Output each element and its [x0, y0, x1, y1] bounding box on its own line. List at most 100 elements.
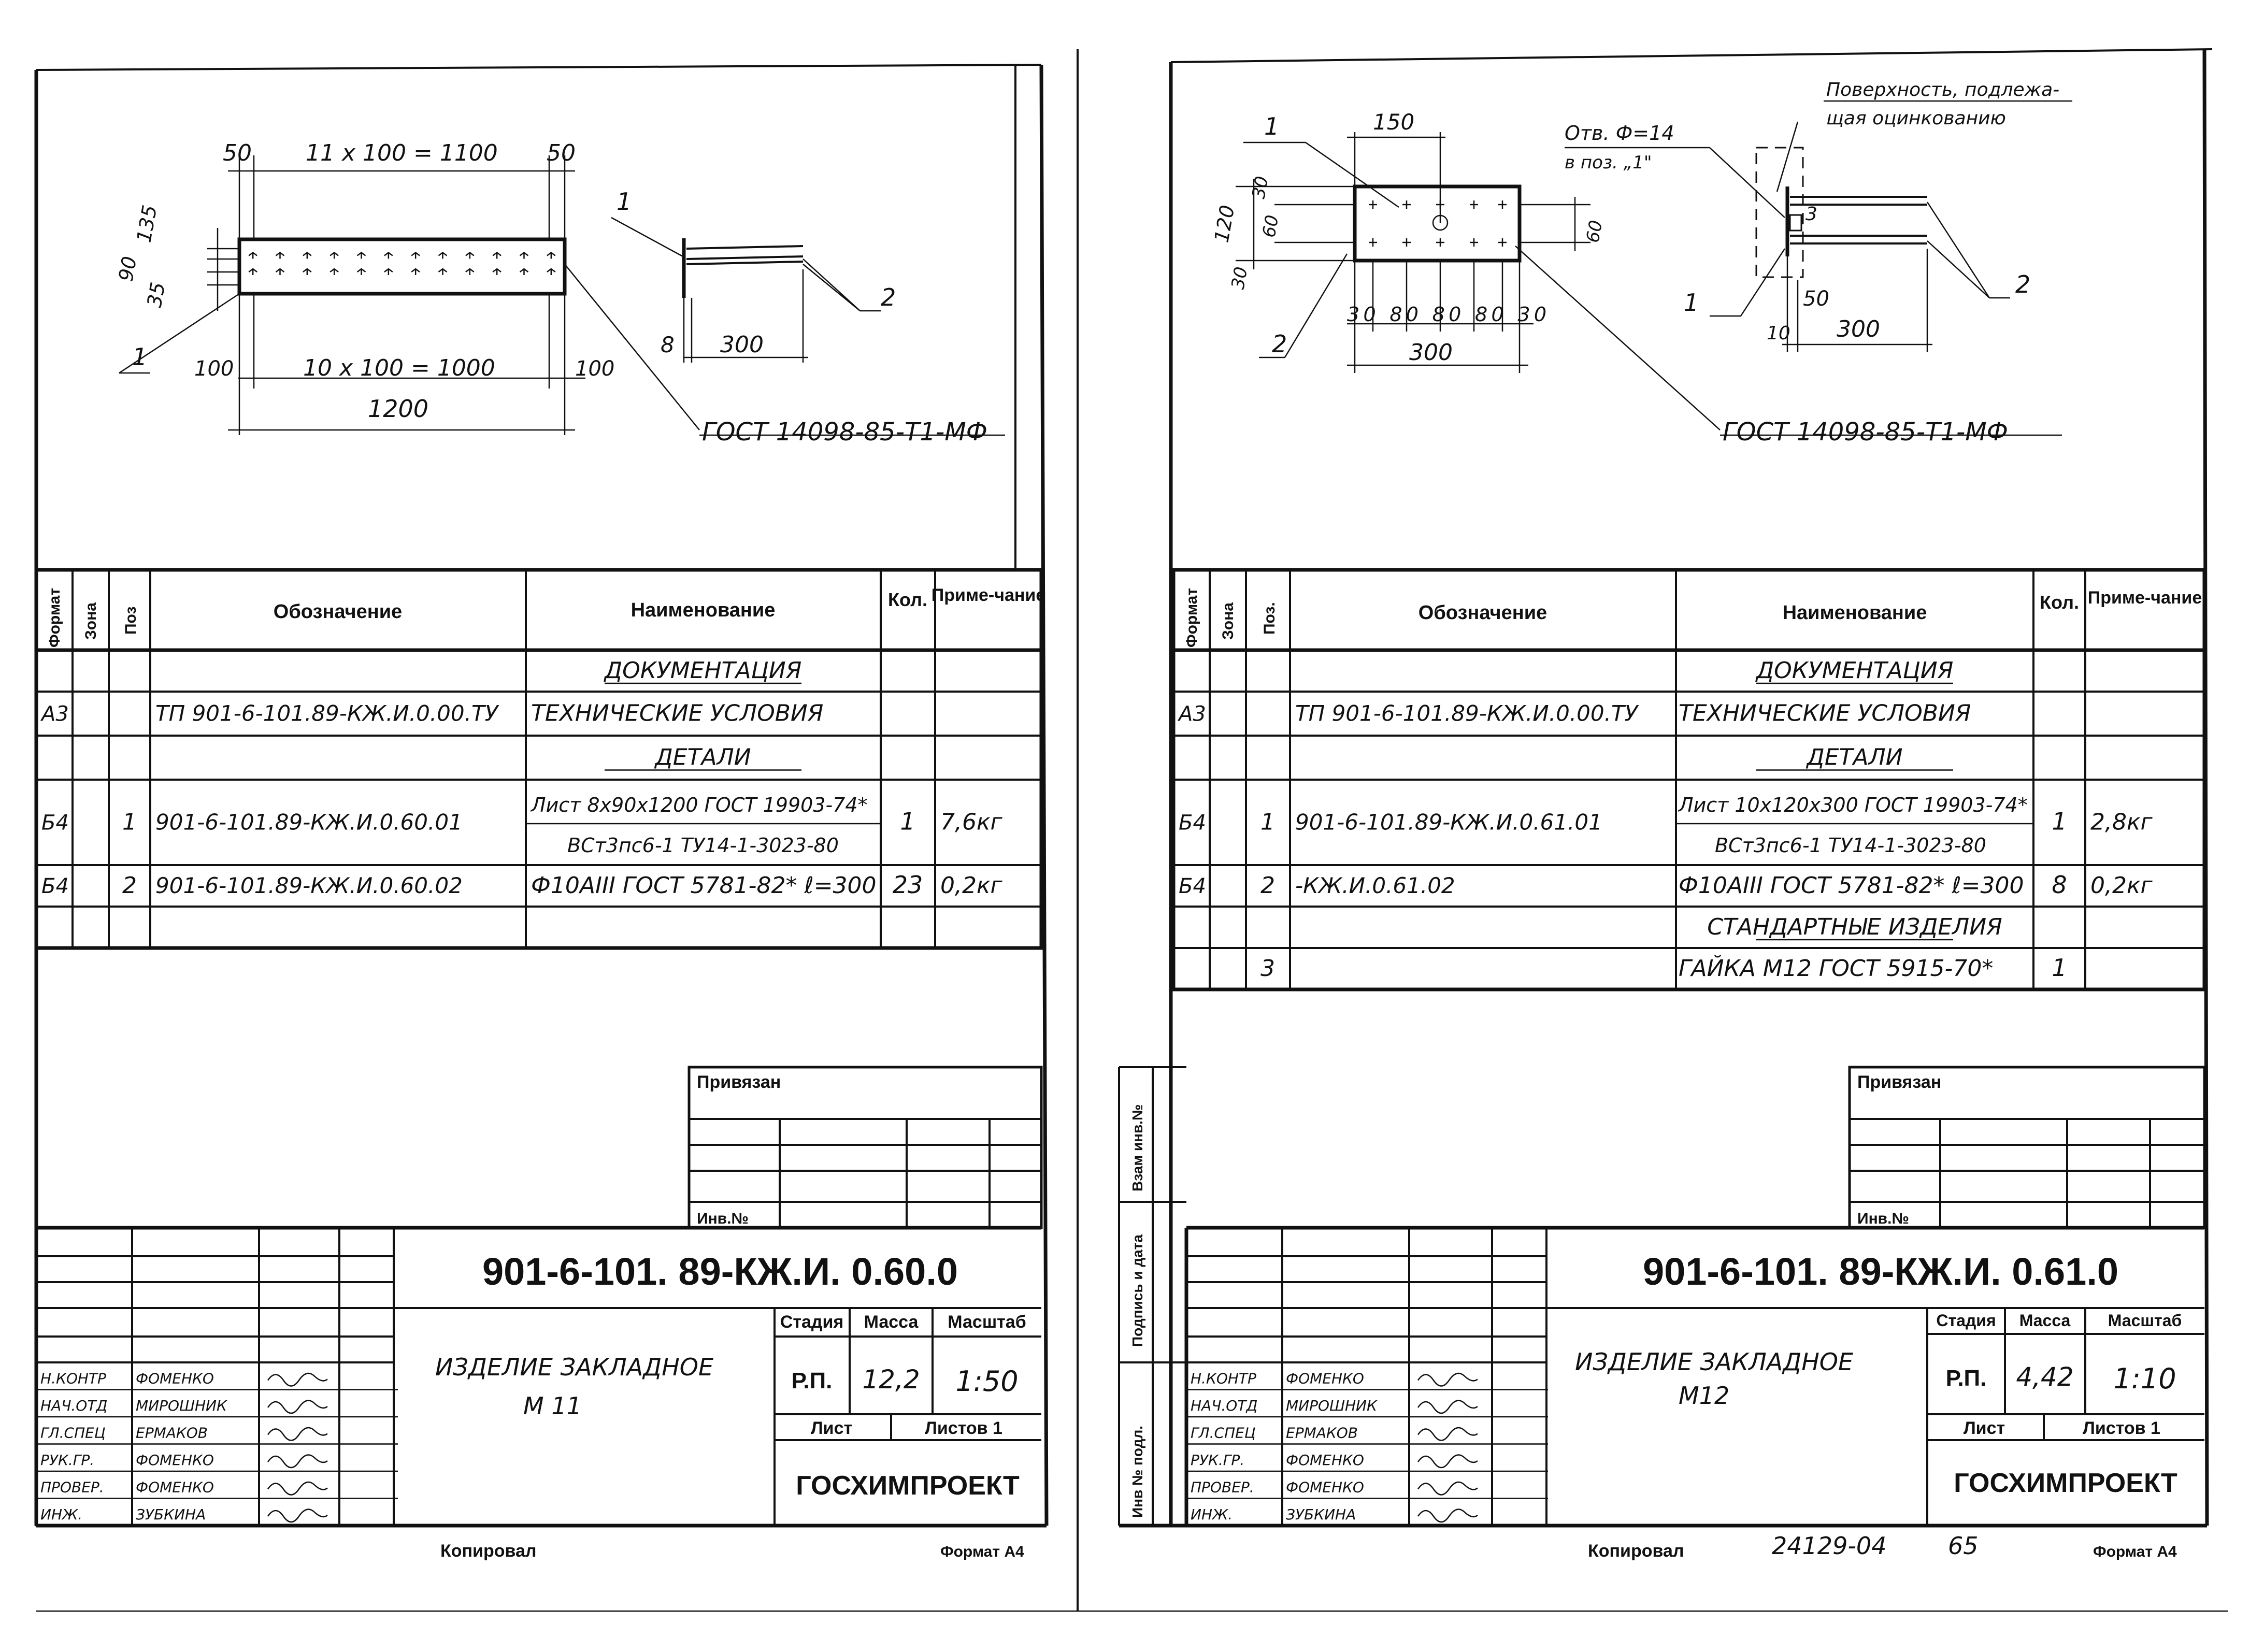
anchor-mark [1470, 238, 1478, 247]
row-name: ТЕХНИЧЕСКИЕ УСЛОВИЯ [1679, 700, 1971, 727]
surface-label-2: щая оцинкованию [1826, 108, 2006, 129]
stadia-value: Р.П. [792, 1368, 833, 1394]
signature-scribble [267, 1509, 328, 1523]
masshtab-label: Масштаб [948, 1312, 1026, 1332]
side-label-10: 10 [1767, 323, 1790, 344]
anchor-mark [384, 268, 393, 275]
massa-value: 4,42 [2016, 1362, 2073, 1392]
anchor-mark [519, 268, 529, 275]
inv-no-label: Инв.№ [1857, 1210, 1909, 1227]
masshtab-value: 1:10 [2113, 1362, 2176, 1395]
hole-label: Отв. Ф=14 [1565, 122, 1674, 145]
col-code: Обозначение [274, 601, 402, 623]
side-label-1: 1 [617, 188, 632, 216]
leader-1: 1 [132, 343, 147, 371]
privyazan-box-left: Привязан Инв.№ [687, 1066, 1043, 1229]
anchor-mark [465, 251, 475, 259]
item-name-1: ИЗДЕЛИЕ ЗАКЛАДНОЕ [435, 1353, 713, 1381]
row-name: Лист 8х90х1200 ГОСТ 19903-74* [530, 794, 868, 816]
anchor-mark [384, 251, 393, 259]
col-name: Наименование [631, 599, 776, 621]
kopiroval-label: Копировал [440, 1541, 536, 1561]
col-note: Приме-чание [2088, 588, 2202, 608]
listov-label: Листов 1 [2083, 1418, 2160, 1438]
row-qty: 8 [2052, 871, 2067, 899]
row-note: 0,2кг [940, 872, 1003, 899]
spec-table-left: Формат Зона Поз Обозначение Наименование… [34, 568, 1046, 950]
col-note: Приме-чание [932, 585, 1046, 605]
row-name: ТЕХНИЧЕСКИЕ УСЛОВИЯ [531, 700, 823, 727]
signer-name: ФОМЕНКО [136, 1370, 214, 1387]
row-code: 901-6-101.89-КЖ.И.0.60.02 [155, 873, 463, 898]
masshtab-label: Масштаб [2108, 1311, 2182, 1330]
side-label-2: 2 [2015, 270, 2030, 298]
anchor-mark [492, 268, 501, 275]
dim-60: 60 [1258, 213, 1283, 239]
side-label-1: 1 [1684, 289, 1699, 317]
signer-name: МИРОШНИК [1286, 1397, 1378, 1414]
anchor-mark [547, 268, 556, 275]
signer-role: ПРОВЕР. [1191, 1479, 1254, 1496]
anchor-mark [438, 251, 448, 259]
row-pos: 1 [122, 809, 137, 836]
title-code: 901-6-101. 89-КЖ.И. 0.61.0 [1643, 1250, 2118, 1293]
row-name: ДОКУМЕНТАЦИЯ [604, 657, 802, 684]
anchor-dots [248, 251, 556, 275]
signature-scribble [267, 1481, 328, 1496]
row-pos: 1 [1260, 809, 1275, 836]
row-fmt: Б4 [1179, 874, 1206, 898]
anchor-mark [1498, 238, 1507, 247]
anchor-mark [1369, 200, 1377, 209]
leader-2: 2 [1272, 330, 1287, 358]
listov-label: Листов 1 [925, 1418, 1002, 1438]
signer-name: ФОМЕНКО [1286, 1370, 1364, 1387]
row-code: 901-6-101.89-КЖ.И.0.61.01 [1295, 810, 1602, 835]
sheet-right: Взам инв.№ Подпись и дата Инв № подл. [1118, 48, 2213, 1561]
row-fmt: А3 [40, 702, 69, 726]
dim-150: 150 [1373, 109, 1414, 135]
col-pos: Поз. [1261, 602, 1278, 635]
side-label-podpis: Подпись и дата [1129, 1234, 1145, 1347]
signer-name: ФОМЕНКО [136, 1452, 214, 1469]
col-name: Наименование [1783, 602, 1927, 624]
inv-no-label: Инв.№ [697, 1210, 749, 1227]
col-zone: Зона [1220, 602, 1237, 640]
row-pos: 3 [1260, 955, 1275, 982]
masshtab-value: 1:50 [955, 1365, 1018, 1398]
signature-scribble [1417, 1509, 1478, 1523]
signer-name: МИРОШНИК [136, 1397, 227, 1414]
col-qty: Кол. [2040, 592, 2079, 613]
anchor-mark [1436, 238, 1444, 247]
spec-table-right: Формат Зона Поз. Обозначение Наименовани… [1171, 568, 2206, 992]
row-name: ГАЙКА М12 ГОСТ 5915-70* [1679, 954, 1993, 982]
row-code: 901-6-101.89-КЖ.И.0.60.01 [155, 810, 463, 835]
archive-number: 24129-04 [1772, 1532, 1886, 1560]
signer-role: ГЛ.СПЕЦ [40, 1425, 106, 1442]
row-code: -КЖ.И.0.61.02 [1295, 873, 1455, 898]
signer-role: НАЧ.ОТД [40, 1397, 107, 1414]
dim-50-right: 50 [547, 140, 576, 166]
dim-30-bottom: 30 [1227, 265, 1252, 291]
col-code: Обозначение [1418, 602, 1547, 624]
sheet-left: 50 11 x 100 = 1100 50 135 90 35 1 100 10… [34, 64, 1049, 1561]
dim-30-top: 30 [1248, 175, 1272, 200]
row-name-2: ВСт3пс6-1 ТУ14-1-3023-80 [567, 834, 839, 857]
signature-scribble [1417, 1400, 1478, 1414]
side-label-vzam: Взам инв.№ [1129, 1104, 1145, 1191]
signature-scribble [1417, 1372, 1478, 1387]
stadia-value: Р.П. [1946, 1366, 1987, 1391]
side-label-300: 300 [720, 332, 764, 358]
dim-60-right: 60 [1582, 219, 1607, 245]
anchor-mark [492, 251, 501, 259]
format-label: Формат А4 [940, 1543, 1024, 1560]
signer-name: ФОМЕНКО [136, 1479, 214, 1496]
massa-label: Масса [864, 1312, 919, 1332]
item-name-2: М 11 [523, 1392, 582, 1420]
signer-name: ЗУБКИНА [136, 1506, 206, 1523]
leader-1: 1 [1264, 112, 1279, 140]
side-label-3: 3 [1806, 204, 1817, 225]
massa-label: Масса [2019, 1311, 2071, 1330]
anchor-mark [411, 268, 420, 275]
